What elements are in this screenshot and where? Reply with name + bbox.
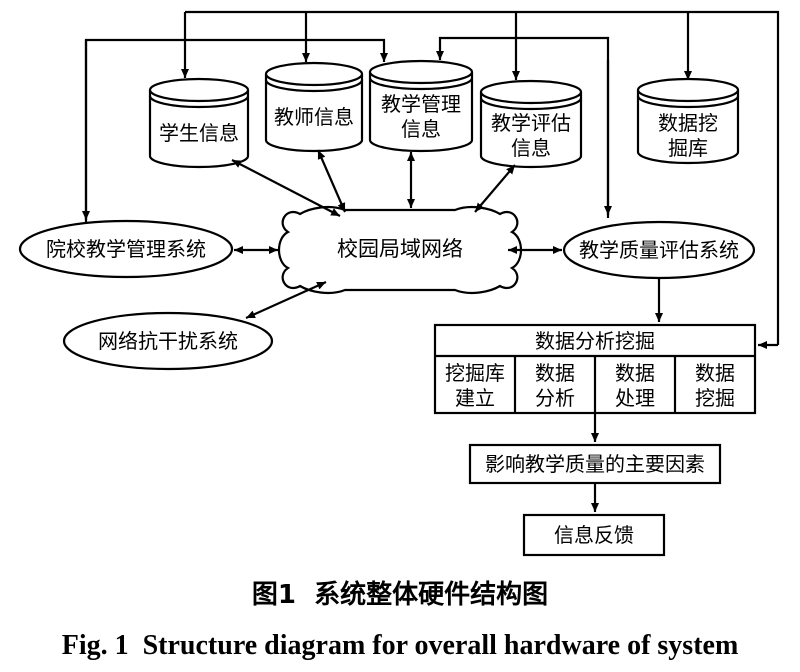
- teaching-mgmt-label-line2: 信息: [401, 117, 441, 141]
- database-teacher: 教师信息: [264, 61, 364, 153]
- database-student: 学生信息: [148, 77, 250, 169]
- anti-interference-system-node: 网络抗干扰系统: [62, 311, 274, 371]
- anti-interference-system-label: 网络抗干扰系统: [98, 329, 238, 353]
- anti-interference-network-link: [245, 280, 327, 320]
- feedback-box: 信息反馈: [522, 513, 666, 557]
- cell-data-analysis-line2: 分析: [535, 386, 575, 410]
- quality-eval-system-label: 教学质量评估系统: [579, 238, 739, 262]
- factors-box: 影响教学质量的主要因素: [468, 443, 722, 485]
- cell-data-processing-line2: 处理: [615, 386, 655, 410]
- teacher-network-link: [316, 149, 347, 213]
- quality-eval-system-node: 教学质量评估系统: [562, 220, 756, 280]
- feedback-label: 信息反馈: [554, 523, 634, 547]
- student-network-link: [231, 159, 341, 217]
- cell-data-mining-line2: 挖掘: [695, 386, 735, 410]
- student-info-label: 学生信息: [159, 121, 239, 145]
- cell-data-analysis-line1: 数据: [535, 361, 575, 385]
- campus-network-node: 校园局域网络: [277, 205, 523, 295]
- cell-data-mining-line1: 数据: [695, 361, 735, 385]
- teaching-eval-label-line2: 信息: [511, 136, 551, 160]
- school-mgmt-system-label: 院校教学管理系统: [46, 237, 206, 261]
- cell-mining-db-line2: 建立: [455, 386, 495, 410]
- teaching-eval-network-link: [474, 164, 516, 213]
- database-teaching-mgmt: 教学管理 信息: [368, 59, 474, 153]
- data-analysis-box: 数据分析挖掘 挖掘库 建立 数据 分析 数据 处理 数据 挖掘: [433, 323, 757, 415]
- caption-english: Fig. 1 Structure diagram for overall har…: [62, 630, 739, 661]
- caption-chinese: 图1 系统整体硬件结构图: [252, 579, 548, 610]
- school-mgmt-system-node: 院校教学管理系统: [18, 219, 234, 279]
- factors-label: 影响教学质量的主要因素: [485, 452, 705, 476]
- cell-data-processing-line1: 数据: [615, 361, 655, 385]
- database-teaching-eval: 教学评估 信息: [479, 79, 583, 169]
- cell-mining-db-line1: 挖掘库: [445, 361, 505, 385]
- teacher-info-label: 教师信息: [274, 105, 354, 129]
- teaching-eval-label-line1: 教学评估: [491, 111, 571, 135]
- mining-db-label-line2: 掘库: [668, 136, 708, 160]
- teaching-mgmt-label-line1: 教学管理: [381, 92, 461, 116]
- campus-network-label: 校园局域网络: [337, 237, 463, 261]
- mining-db-label-line1: 数据挖: [658, 111, 718, 135]
- database-data-mining: 数据挖 掘库: [636, 77, 740, 165]
- data-analysis-title: 数据分析挖掘: [535, 329, 655, 353]
- top-bus-line: [185, 10, 780, 345]
- network-links: [231, 149, 562, 320]
- top-connector-lines: [82, 10, 780, 349]
